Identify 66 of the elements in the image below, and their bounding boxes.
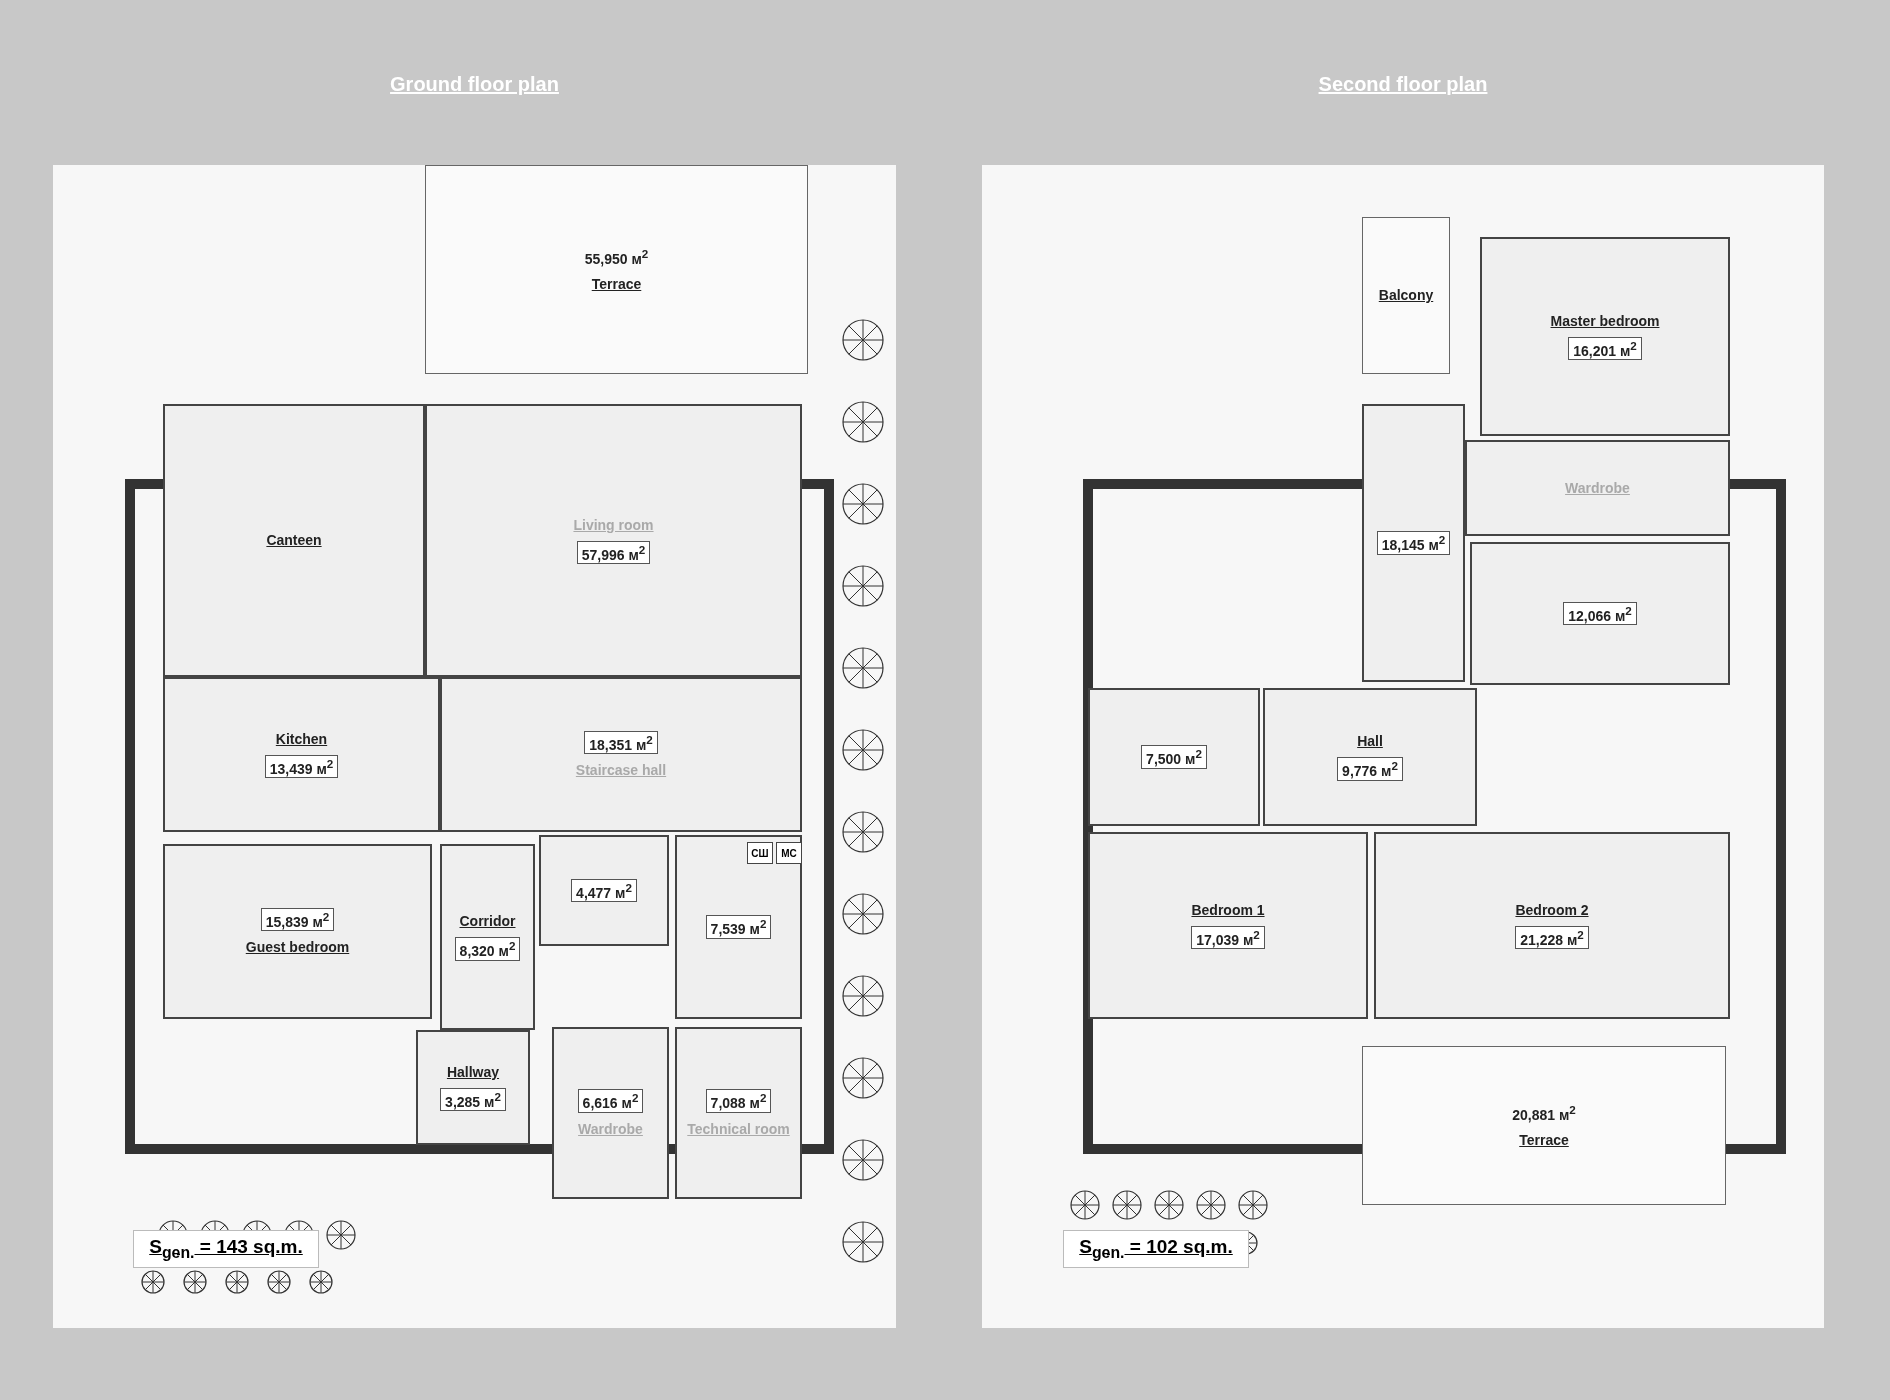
appliance-label: МС: [781, 847, 797, 859]
area-value: 9,776 м$^{2}$: [1337, 757, 1403, 781]
area-value: 7,088 м$^{2}$: [705, 1089, 772, 1113]
total-area-box: [133, 1230, 319, 1268]
room-name: Wardrobe: [1565, 479, 1630, 497]
area-value: 18,145 м$^{2}$: [1376, 531, 1451, 555]
room: [1362, 404, 1465, 682]
room-name: Master bedroom: [1550, 312, 1660, 329]
room: [416, 1030, 530, 1145]
room: [675, 835, 802, 1019]
room: [440, 677, 802, 832]
room: [163, 844, 432, 1019]
area-value: 7,539 м$^{2}$: [705, 915, 772, 939]
area-value: 4,477 м$^{2}$: [571, 878, 637, 903]
room: [425, 404, 802, 677]
room-name: Corridor: [459, 913, 516, 930]
room-name: Bedroom 1: [1191, 901, 1265, 918]
room-name: Terrace: [1519, 1132, 1569, 1149]
room-name: Canteen: [266, 532, 322, 549]
area-value: 3,285 м$^{2}$: [440, 1087, 506, 1112]
area-value: 57,996 м$^{2}$: [576, 540, 651, 565]
area-value: 13,439 м$^{2}$: [264, 754, 339, 779]
area-value: 55,950 м$^{2}$: [584, 246, 649, 267]
total-area: S$_{gen.}$ = 102 sq.m.: [1079, 1236, 1233, 1262]
room-name: Guest bedroom: [245, 939, 350, 956]
room: [1088, 832, 1368, 1019]
room-name: Hall: [1357, 733, 1383, 750]
area-value: 18,351 м$^{2}$: [584, 730, 658, 755]
room: [163, 404, 425, 677]
room: [1470, 542, 1730, 685]
room-name: Technical room: [687, 1120, 790, 1137]
room: [539, 835, 669, 946]
total-area: S$_{gen.}$ = 143 sq.m.: [149, 1236, 303, 1262]
room: [552, 1027, 669, 1199]
total-area-box: [1063, 1230, 1249, 1268]
appliance-label: СШ: [751, 847, 769, 859]
room-name: Living room: [573, 516, 654, 533]
room-name: Balcony: [1378, 287, 1434, 304]
room: [1088, 688, 1260, 826]
room: [1480, 237, 1730, 436]
room: [675, 1027, 802, 1199]
area-value: 16,201 м$^{2}$: [1568, 336, 1642, 361]
area-value: 8,320 м$^{2}$: [454, 937, 521, 961]
area-value: 12,066 м$^{2}$: [1563, 601, 1637, 626]
room: [1374, 832, 1730, 1019]
terrace-area: [425, 165, 808, 374]
appliance-box: [776, 842, 802, 864]
area-value: 20,881 м$^{2}$: [1512, 1102, 1576, 1123]
appliance-box: [747, 842, 773, 864]
room-name: Terrace: [591, 276, 642, 293]
area-value: 21,228 м$^{2}$: [1515, 925, 1589, 950]
area-value: 17,039 м$^{2}$: [1191, 925, 1265, 950]
area-value: 15,839 м$^{2}$: [260, 907, 335, 932]
terrace-area: [1362, 1046, 1726, 1205]
terrace-area: [1362, 217, 1450, 374]
room: [440, 844, 535, 1030]
room: [1465, 440, 1730, 536]
area-value: 6,616 м$^{2}$: [577, 1089, 644, 1113]
room: [163, 677, 440, 832]
room-name: Staircase hall: [575, 762, 667, 779]
room-name: Kitchen: [275, 730, 328, 747]
area-value: 7,500 м$^{2}$: [1141, 745, 1207, 769]
room-name: Bedroom 2: [1515, 901, 1589, 918]
room-name: Wardrobe: [578, 1120, 643, 1137]
room: [1263, 688, 1477, 826]
room-name: Hallway: [446, 1063, 500, 1080]
